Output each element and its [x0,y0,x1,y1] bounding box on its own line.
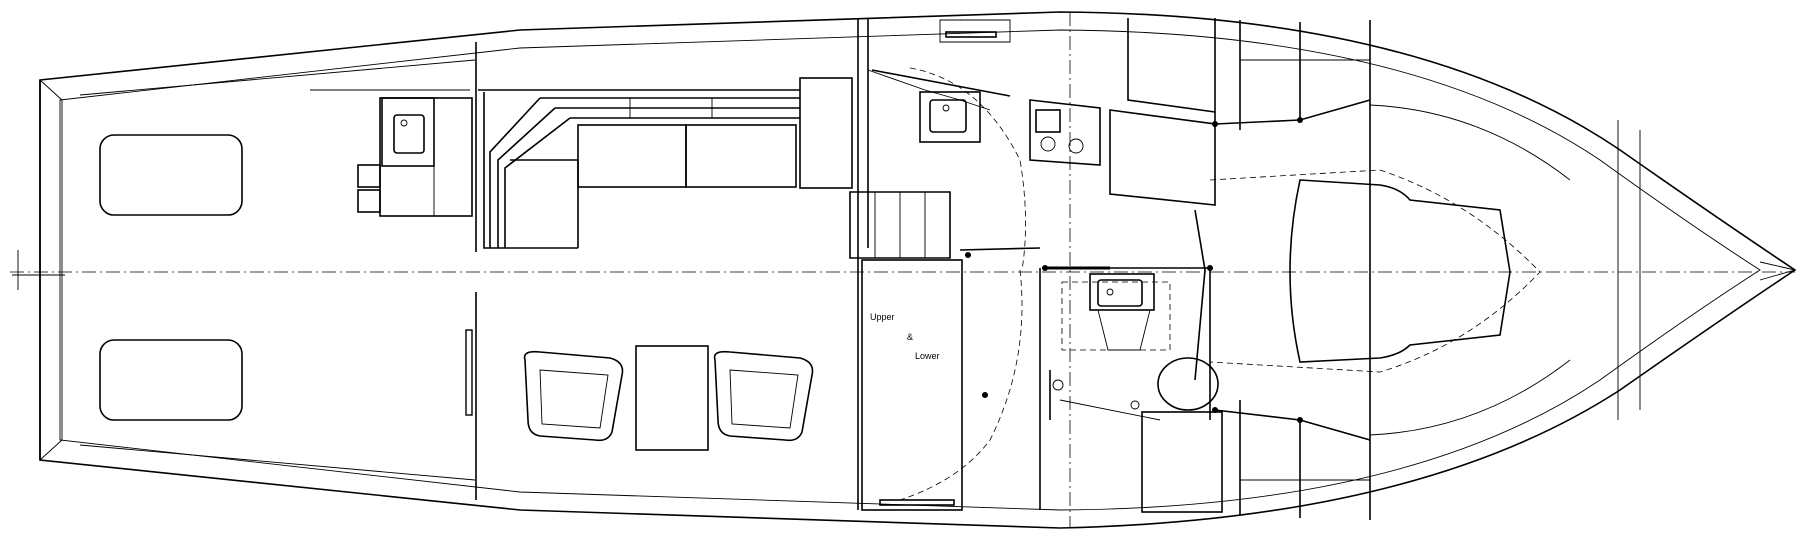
cockpit-sink-unit [310,89,473,217]
hull-outline [12,11,1797,529]
bow-tip [1759,261,1796,281]
l-shaped-settee [478,77,853,249]
salon-bulkhead [465,42,477,500]
label-lower: Lower [915,351,940,361]
upper-lower-berth [861,247,1041,511]
salon-chairs [523,345,814,451]
helm-galley [849,18,1101,510]
label-upper: Upper [870,312,895,322]
head-compartment [1039,266,1223,513]
forward-vberth [1109,18,1571,520]
cockpit-hatches [99,134,243,421]
label-ampersand: & [907,332,914,342]
markers [965,117,1303,423]
